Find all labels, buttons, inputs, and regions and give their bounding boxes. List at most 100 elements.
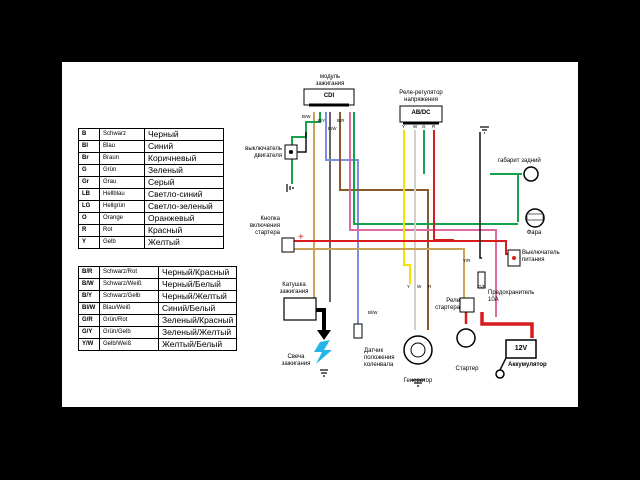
wire-label-bw2: B/W bbox=[328, 126, 337, 131]
wire-label-reg-r: R bbox=[432, 124, 436, 129]
wire-bw bbox=[294, 132, 307, 153]
wire-battery bbox=[480, 312, 534, 338]
ground-symbol bbox=[286, 184, 294, 192]
starter-relay-label: Реле стартера bbox=[435, 298, 460, 311]
wire-label-r: R bbox=[428, 284, 432, 289]
legend-ru: Светло-синий bbox=[144, 188, 224, 201]
legend-de: Schwarz bbox=[99, 128, 145, 141]
wire-label-reg-w: W bbox=[413, 124, 418, 129]
legend-de: Braun bbox=[99, 152, 145, 165]
battery-label: Аккумулятор bbox=[508, 362, 547, 368]
wire-pink bbox=[349, 112, 497, 317]
wire-label-by: B/Y bbox=[318, 118, 326, 123]
crank-sensor bbox=[353, 323, 363, 339]
engine-switch-label: выключатель двигателя bbox=[245, 146, 282, 159]
tail-light bbox=[523, 166, 539, 182]
wire-label-reg-g: G bbox=[422, 124, 426, 129]
legend-de: Schwarz/Rot bbox=[99, 266, 159, 279]
wire-label-gr: G/R bbox=[478, 284, 487, 289]
legend-ru: Серый bbox=[144, 176, 224, 189]
cdi-title: модуль зажигания bbox=[315, 74, 345, 87]
legend-code: Bl/W bbox=[78, 302, 100, 315]
legend-ru: Желтый/Белый bbox=[157, 338, 238, 351]
legend-de: Blau/Weiß bbox=[99, 302, 159, 315]
legend-code: Bl bbox=[78, 140, 100, 153]
crank-sensor-label: Датчик положения коленвала bbox=[364, 348, 395, 368]
legend-de: Schwarz/Gelb bbox=[99, 290, 159, 303]
headlight-label: Фара bbox=[526, 230, 542, 236]
legend-ru: Светло-зеленый bbox=[144, 200, 224, 213]
legend-ru: Желтый bbox=[144, 236, 224, 249]
wire-green-lights bbox=[490, 173, 519, 222]
wire-label-w: W bbox=[417, 284, 422, 289]
legend-ru: Коричневый bbox=[144, 152, 224, 165]
ground-symbol bbox=[320, 369, 328, 377]
wire-br bbox=[339, 112, 429, 330]
legend-de: Orange bbox=[99, 212, 145, 225]
legend-code: G/R bbox=[78, 314, 100, 327]
legend-ru: Красный bbox=[144, 224, 224, 237]
tail-light-label: габарит задний bbox=[498, 158, 541, 164]
legend-ru: Синий bbox=[144, 140, 224, 153]
ignition-coil bbox=[283, 297, 317, 321]
starter-button bbox=[281, 237, 295, 253]
wire-label-yr: Y/R bbox=[463, 258, 471, 263]
wire-red-main bbox=[292, 240, 510, 255]
legend-ru: Зеленый/Желтый bbox=[157, 326, 238, 339]
power-switch-label: Выключатель питания bbox=[522, 250, 560, 263]
cdi-box-label: CDI bbox=[323, 93, 335, 99]
legend-code: Gr bbox=[78, 176, 100, 189]
wire-label-br: B/R bbox=[337, 118, 345, 123]
legend-code: O bbox=[78, 212, 100, 225]
starter-label: Стартер bbox=[455, 366, 479, 372]
spark-plug-label: Свеча зажигания bbox=[281, 354, 311, 367]
legend-ru: Черный/Желтый bbox=[157, 290, 238, 303]
ignition-coil-label: Катушка зажигания bbox=[279, 282, 309, 295]
legend-de: Schwarz/Weiß bbox=[99, 278, 159, 291]
legend-code: LG bbox=[78, 200, 100, 213]
legend-code: G bbox=[78, 164, 100, 177]
legend-de: Hellgrün bbox=[99, 200, 145, 213]
coil-lead bbox=[316, 308, 326, 330]
starter-motor bbox=[456, 328, 476, 348]
ground-symbol bbox=[480, 126, 489, 134]
legend-ru: Черный/Красный bbox=[157, 266, 238, 279]
wire-tan bbox=[292, 248, 465, 302]
wire-label-reg-y: Y bbox=[402, 124, 406, 129]
legend-ru: Синий/Белый bbox=[157, 302, 238, 315]
wire-label-bw: B/W bbox=[302, 114, 311, 119]
battery-voltage: 12V bbox=[514, 345, 528, 352]
legend-code: B/Y bbox=[78, 290, 100, 303]
legend-code: R bbox=[78, 224, 100, 237]
legend-de: Blau bbox=[99, 140, 145, 153]
legend-ru: Оранжевый bbox=[144, 212, 224, 225]
ground-symbol bbox=[411, 379, 425, 387]
fuse bbox=[477, 271, 486, 289]
battery-ground bbox=[495, 369, 505, 379]
legend-code: Y/W bbox=[78, 338, 100, 351]
legend-de: Gelb bbox=[99, 236, 145, 249]
legend-ru: Зеленый bbox=[144, 164, 224, 177]
legend-code: B/W bbox=[78, 278, 100, 291]
legend-de: Grün/Rot bbox=[99, 314, 159, 327]
legend-code: B/R bbox=[78, 266, 100, 279]
legend-code: LB bbox=[78, 188, 100, 201]
wire-green-main bbox=[353, 112, 518, 225]
legend-ru: Черный/Белый bbox=[157, 278, 238, 291]
legend-de: Hellblau bbox=[99, 188, 145, 201]
wire-label-y: Y bbox=[407, 284, 411, 289]
